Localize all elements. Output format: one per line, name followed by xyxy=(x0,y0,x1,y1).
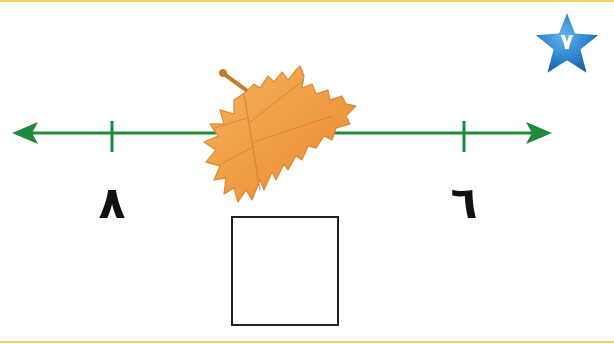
arrow-right-icon xyxy=(526,122,552,144)
number-line-label-left: ٨ xyxy=(98,178,126,229)
arrow-left-icon xyxy=(12,122,38,144)
maple-leaf-icon xyxy=(200,62,370,212)
number-line-label-right: ٦ xyxy=(450,178,478,229)
answer-box[interactable] xyxy=(231,216,339,326)
star-icon xyxy=(530,7,604,78)
exercise-number-badge: ٧ xyxy=(528,6,606,80)
bottom-border-rule xyxy=(0,341,614,343)
top-border-rule xyxy=(0,0,614,2)
exercise-number: ٧ xyxy=(560,30,574,55)
